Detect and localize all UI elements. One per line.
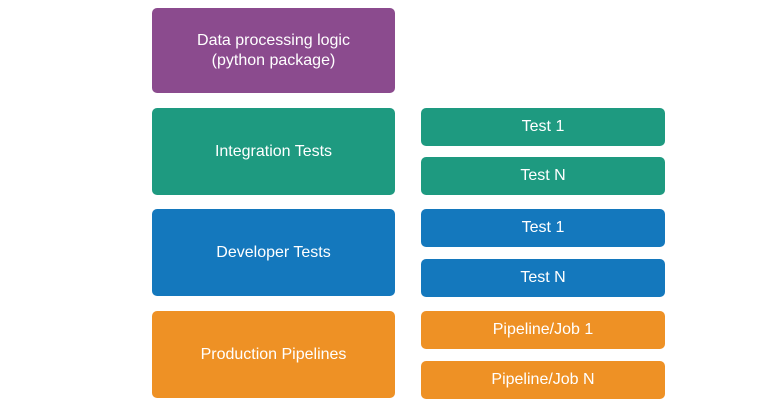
box-data-processing-logic: Data processing logic (python package) <box>152 8 395 93</box>
box-developer-test-1: Test 1 <box>421 209 665 247</box>
box-label: Production Pipelines <box>200 345 347 363</box>
box-label-line2: (python package) <box>211 51 336 69</box>
box-production-pipelines: Production Pipelines <box>152 311 395 398</box>
box-integration-test-n: Test N <box>421 157 665 195</box>
box-label-line1: Data processing logic <box>197 31 350 49</box>
box-pipeline-job-n: Pipeline/Job N <box>421 361 665 399</box>
box-integration-test-1: Test 1 <box>421 108 665 146</box>
box-developer-tests: Developer Tests <box>152 209 395 296</box>
box-integration-tests: Integration Tests <box>152 108 395 195</box>
box-label: Test N <box>520 167 566 184</box>
box-label: Pipeline/Job N <box>491 371 595 388</box>
box-label: Pipeline/Job 1 <box>492 321 594 338</box>
box-label: Test 1 <box>521 118 565 135</box>
box-label: Integration Tests <box>214 142 333 160</box>
box-label: Developer Tests <box>216 243 331 261</box>
box-pipeline-job-1: Pipeline/Job 1 <box>421 311 665 349</box>
box-developer-test-n: Test N <box>421 259 665 297</box>
box-label: Test N <box>520 269 566 286</box>
box-label: Test 1 <box>521 219 565 236</box>
